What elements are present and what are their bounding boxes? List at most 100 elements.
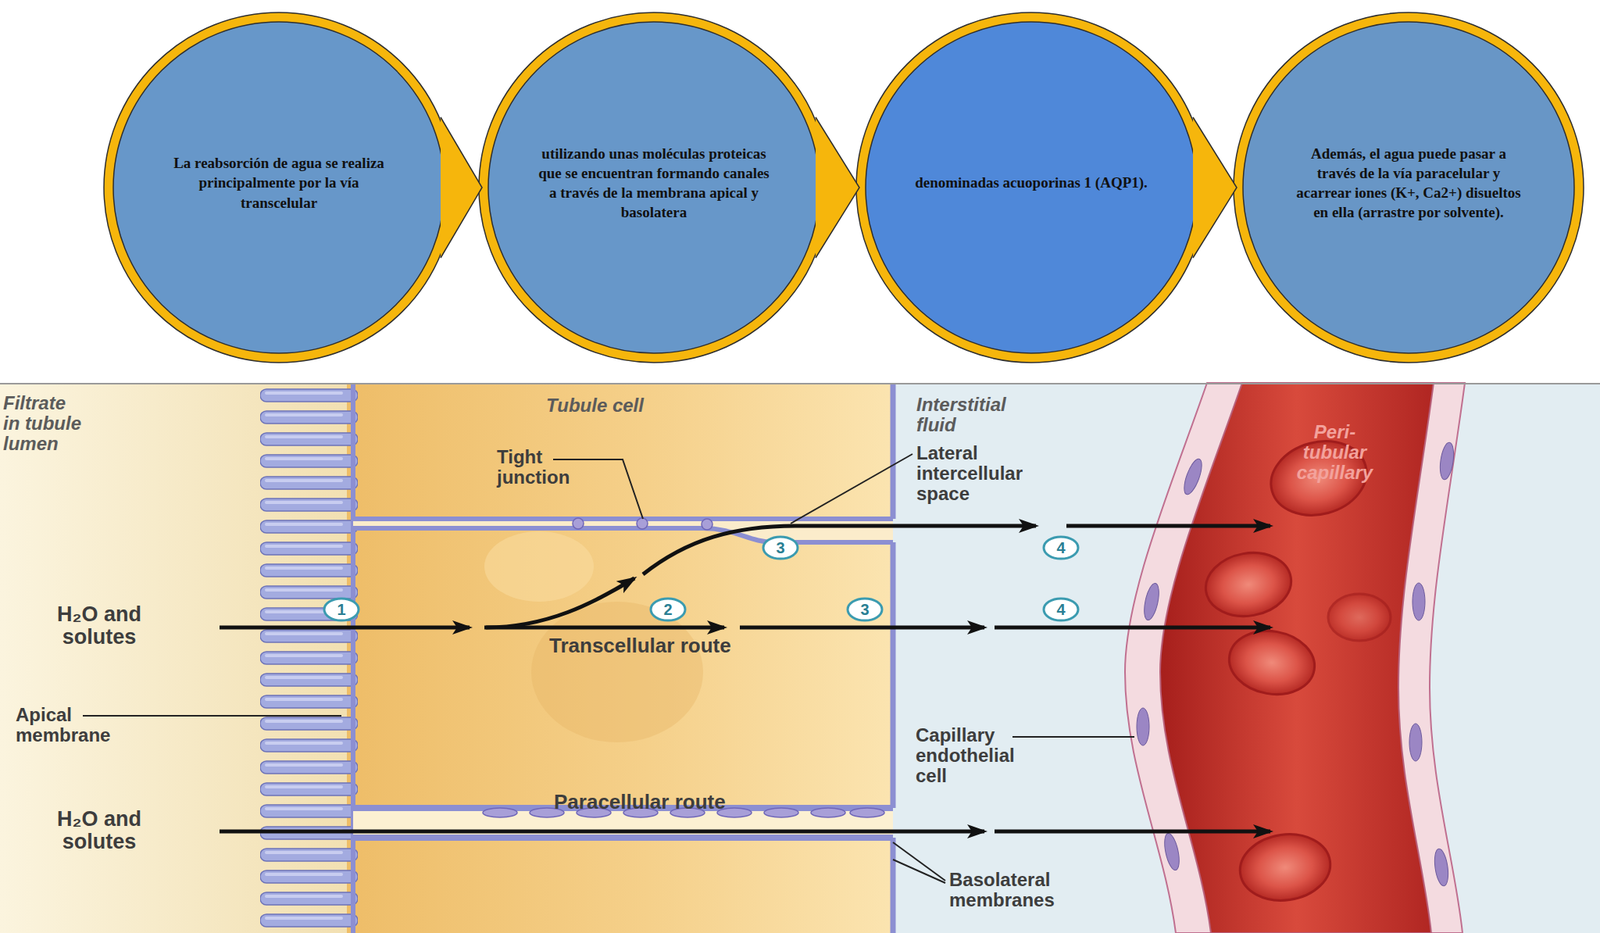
flow-arrow <box>994 829 1271 834</box>
circle-text-area: denominadas acuoporinas 1 (AQP1). <box>914 10 1149 355</box>
leader-line <box>82 714 342 717</box>
leader-line <box>790 453 913 524</box>
flow-arrow <box>1066 524 1271 529</box>
circle-text-area: utilizando unas moléculas proteicas que … <box>536 10 772 355</box>
chevron-fill <box>440 117 483 258</box>
step-text: denominadas acuoporinas 1 (AQP1). <box>914 172 1148 193</box>
leader-line <box>892 842 946 881</box>
callout-ring <box>847 598 883 621</box>
chevron-connector <box>815 117 860 258</box>
region-label: Filtrate in tubule lumen <box>3 392 85 454</box>
flow-arrow <box>642 525 1036 575</box>
nucleus <box>1412 582 1425 621</box>
leader-line <box>892 859 946 883</box>
part-label: Basolateral membranes <box>949 869 1090 911</box>
flow-arrows <box>219 525 1271 832</box>
callout-number: 1 <box>324 598 359 621</box>
red-blood-cell <box>1235 828 1336 906</box>
flow-arrow <box>485 578 635 628</box>
leader-line <box>1012 735 1135 738</box>
region-label: Peri- tubular capillary <box>1285 421 1384 483</box>
red-blood-cell <box>1224 624 1320 701</box>
step-text: La reabsorción de agua se realiza princi… <box>161 153 397 212</box>
callout-ring <box>1043 536 1079 559</box>
chevron-fill <box>815 117 860 258</box>
chevron-outline <box>1192 117 1237 258</box>
chevron-connector <box>440 117 483 258</box>
nucleus <box>1438 441 1457 481</box>
callout-number: 4 <box>1043 536 1079 559</box>
circle-fill <box>113 21 445 354</box>
part-label: Tight junction <box>496 446 585 488</box>
lateral-space <box>353 518 893 543</box>
circle-text-area: La reabsorción de agua se realiza princi… <box>161 10 397 355</box>
red-blood-cells <box>1200 431 1391 907</box>
circle-ring <box>478 12 829 363</box>
junction-bead <box>810 807 846 818</box>
flow-arrow <box>739 625 985 630</box>
part-label: Lateral intercellular space <box>916 442 1050 504</box>
step-text: utilizando unas moléculas proteicas que … <box>536 143 772 222</box>
circle-ring <box>856 12 1207 363</box>
part-label: Apical membrane <box>15 704 133 746</box>
nucleus <box>1180 457 1205 497</box>
callout-number: 3 <box>763 536 798 559</box>
junction-bead <box>850 807 885 818</box>
cell-membrane <box>353 516 893 522</box>
chevron-connector <box>1192 117 1237 258</box>
callout-number: 4 <box>1043 598 1079 621</box>
red-blood-cell <box>1200 546 1297 623</box>
tight-junction-bead <box>636 517 648 529</box>
junction-bead <box>482 807 518 818</box>
chevron-fill <box>1192 117 1237 258</box>
part-label: Capillary endothelial cell <box>915 725 1041 786</box>
cell-organelle <box>484 531 594 602</box>
frame-line <box>0 382 1600 385</box>
circle-ring <box>1233 12 1584 363</box>
flow-arrow <box>219 625 470 630</box>
nucleus <box>1136 707 1150 746</box>
callout-rings <box>324 536 1079 621</box>
flow-label: H₂O and solutes <box>40 603 158 649</box>
step-circle: utilizando unas moléculas proteicas que … <box>477 10 831 365</box>
region-label: Interstitial fluid <box>916 394 1042 436</box>
flow-arrow <box>219 829 985 834</box>
chevron-outline <box>815 117 860 258</box>
step-circle: La reabsorción de agua se realiza princi… <box>102 10 456 365</box>
junction-bead <box>764 807 799 818</box>
microvilli <box>260 382 358 933</box>
step-circle: Además, el agua puede pasar a través de … <box>1232 10 1586 365</box>
callout-number: 2 <box>650 598 686 621</box>
tubule-cells <box>346 382 893 933</box>
apical-membrane <box>350 382 356 933</box>
nucleus <box>1161 832 1183 872</box>
callout-ring <box>763 536 798 559</box>
step-text: Además, el agua puede pasar a través de … <box>1291 143 1526 222</box>
basolateral-membrane <box>890 837 897 933</box>
callout-number: 3 <box>847 598 883 621</box>
capillary-lumen <box>1160 382 1434 933</box>
circle-text-area: Además, el agua puede pasar a través de … <box>1291 10 1526 355</box>
circle-fill <box>865 21 1197 354</box>
circle-ring <box>103 12 454 363</box>
circle-fill <box>1242 21 1575 354</box>
flow-label: H₂O and solutes <box>40 807 158 854</box>
route-label: Paracellular route <box>553 790 726 813</box>
leader-lines <box>82 453 1135 883</box>
basolateral-membrane <box>890 542 897 808</box>
basolateral-membrane <box>890 382 897 519</box>
route-label: Transcellular route <box>549 634 732 657</box>
cell-membrane <box>353 834 893 841</box>
flow-arrow <box>994 625 1271 630</box>
nucleus <box>1409 723 1422 761</box>
cell-membrane <box>353 528 893 543</box>
tight-junction-bead <box>572 517 584 529</box>
red-blood-cell <box>1328 593 1391 641</box>
callout-ring <box>324 598 359 621</box>
callout-ring <box>1043 598 1079 621</box>
cell-nucleus <box>531 601 704 743</box>
nucleus <box>1141 582 1162 622</box>
callout-ring <box>650 598 686 621</box>
capillary-wall <box>1125 382 1465 933</box>
